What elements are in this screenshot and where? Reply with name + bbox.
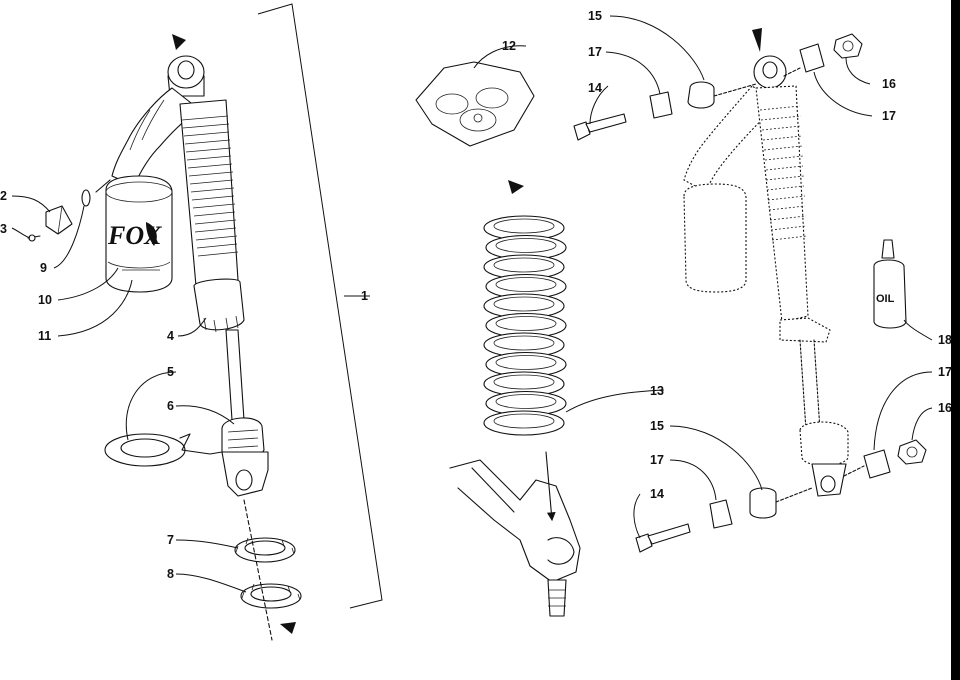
callout-2: 2 <box>0 189 7 203</box>
callout-14-top: 14 <box>588 81 602 95</box>
callout-8: 8 <box>167 567 174 581</box>
callout-14-bottom: 14 <box>650 487 664 501</box>
spring-coil-inner <box>495 277 557 292</box>
direction-arrow-bottom-left <box>280 622 296 634</box>
callout-11: 11 <box>38 329 51 343</box>
install-arrow-center <box>545 451 556 522</box>
oil-bottle: OIL <box>873 239 907 329</box>
coil-spring-13 <box>483 180 567 436</box>
bolt-axis-top <box>713 67 801 97</box>
callout-7: 7 <box>167 533 174 547</box>
nut-16-top <box>833 33 863 59</box>
shock-assembly-left: FOX <box>27 34 302 641</box>
callout-9: 9 <box>40 261 47 275</box>
bushing-17-top-right <box>799 43 825 73</box>
bushing-17-bottom-left <box>709 499 733 529</box>
callout-15-top: 15 <box>588 9 602 23</box>
assembly-bracket <box>257 3 383 609</box>
callout-10: 10 <box>38 293 52 307</box>
spring-coil-inner <box>495 316 557 331</box>
o-ring-9 <box>81 179 111 207</box>
oil-label: OIL <box>876 293 895 305</box>
callout-3: 3 <box>0 222 7 236</box>
spring-coil-inner <box>495 238 557 253</box>
shock-lower-eye <box>221 451 269 497</box>
callout-1: 1 <box>361 289 368 303</box>
shock-top-eye <box>167 55 205 97</box>
direction-arrow-top-right <box>752 28 762 52</box>
callout-17-top-right: 17 <box>882 109 896 123</box>
bolt-axis-bottom <box>775 465 865 503</box>
shock-shaft <box>225 329 245 421</box>
callout-16-top: 16 <box>882 77 896 91</box>
nut-16-bottom <box>897 439 927 465</box>
lock-ring-7 <box>234 537 296 563</box>
bump-stop <box>221 417 265 460</box>
spring-coil-inner <box>495 394 557 409</box>
callout-17-bottom-left: 17 <box>650 453 664 467</box>
callout-5: 5 <box>167 365 174 379</box>
shock-assembly-right <box>683 28 849 497</box>
bushing-15-bottom <box>749 487 777 519</box>
spring-coil-inner <box>493 296 555 312</box>
spring-coil-inner <box>495 355 557 370</box>
bushing-17-bottom-right <box>863 449 891 479</box>
heat-shield-pad-12 <box>415 61 535 147</box>
callout-18: 18 <box>938 333 952 347</box>
spring-coil-inner <box>493 413 555 429</box>
spring-coil-inner <box>493 218 555 234</box>
callout-15-bottom: 15 <box>650 419 664 433</box>
bolt-14-bottom <box>635 523 691 553</box>
window-edge <box>951 0 960 680</box>
direction-arrow-top-left <box>172 34 186 50</box>
adjustment-ring-8 <box>240 583 302 609</box>
callout-13: 13 <box>650 384 664 398</box>
bolt-14-top <box>573 113 627 141</box>
callouts: 1 2 3 4 5 6 7 8 9 10 11 12 13 14 14 15 1… <box>0 9 952 581</box>
callout-17-top-left: 17 <box>588 45 602 59</box>
assembly-centerline-left <box>243 499 273 641</box>
bushing-15-top <box>687 81 715 109</box>
a-arm-mount <box>449 459 581 617</box>
callout-6: 6 <box>167 399 174 413</box>
spring-coil-inner <box>493 374 555 390</box>
shock-main-body <box>179 99 245 333</box>
callout-17-bottom-right: 17 <box>938 365 952 379</box>
callout-4: 4 <box>167 329 174 343</box>
spring-coil-inner <box>493 257 555 273</box>
bushing-17-top-left <box>649 91 673 119</box>
leader-lines <box>11 15 933 593</box>
reservoir-canister: FOX <box>105 175 173 293</box>
spring-coil-inner <box>493 335 555 351</box>
reservoir-cap <box>45 205 73 235</box>
callout-12: 12 <box>502 39 516 53</box>
callout-16-bottom: 16 <box>938 401 952 415</box>
spring-retainer-clip <box>104 433 223 467</box>
spring-coil <box>483 410 565 436</box>
